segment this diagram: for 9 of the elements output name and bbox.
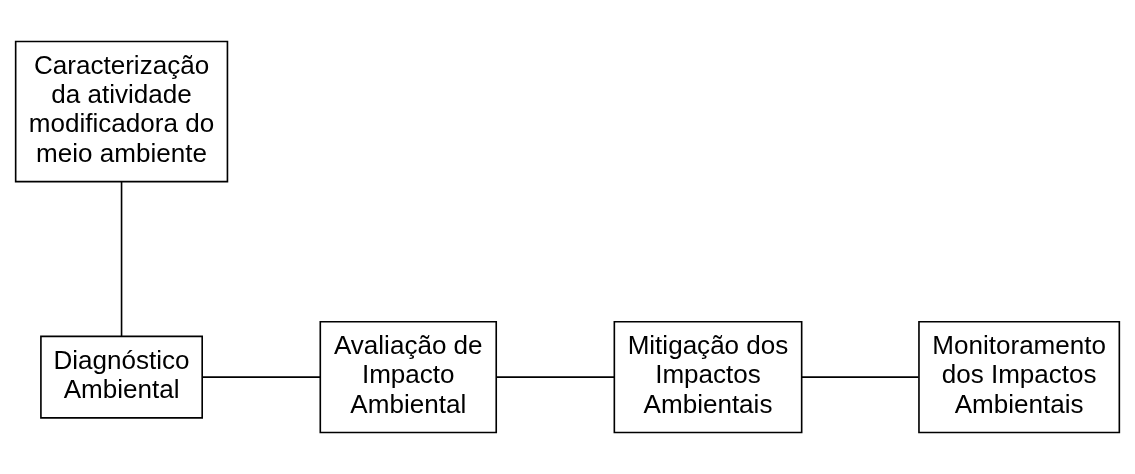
node-box: Monitoramento dos Impactos Ambientais — [918, 320, 1121, 434]
node-box: Mitigação dos Impactos Ambientais — [613, 320, 803, 434]
node-box: Caracterização da atividade modificadora do meio ambiente — [14, 40, 229, 183]
node-box: Diagnóstico Ambiental — [40, 335, 203, 419]
connector — [800, 376, 920, 378]
connector — [202, 376, 321, 378]
node-box: Avaliação de Impacto Ambiental — [319, 320, 498, 434]
connector — [495, 376, 615, 378]
connector — [120, 181, 123, 337]
